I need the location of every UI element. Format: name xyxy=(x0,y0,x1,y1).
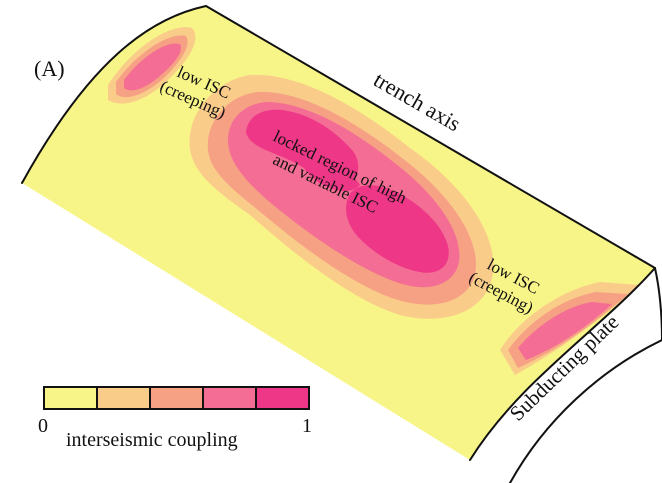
legend-swatches xyxy=(43,386,310,410)
subducting-plate-lower-edge xyxy=(509,339,662,483)
panel-label: (A) xyxy=(34,56,65,81)
surface-right-edge xyxy=(469,267,656,461)
legend-swatch-5 xyxy=(255,386,310,410)
legend-swatch-1 xyxy=(43,386,98,410)
legend-swatch-4 xyxy=(202,386,257,410)
coupling-legend: 0 1 interseismic coupling xyxy=(38,386,312,451)
legend-swatch-3 xyxy=(149,386,204,410)
trench-axis-line xyxy=(205,5,656,269)
surface-left-edge xyxy=(21,5,207,184)
locked-region-patch xyxy=(189,74,494,319)
left-coupled-patch xyxy=(108,27,196,104)
legend-max-label: 1 xyxy=(302,415,312,437)
right-coupled-patch xyxy=(500,282,640,375)
legend-min-label: 0 xyxy=(38,415,48,437)
plate-thickness-edge xyxy=(654,267,662,341)
legend-title: interseismic coupling xyxy=(66,429,238,451)
legend-swatch-2 xyxy=(96,386,151,410)
